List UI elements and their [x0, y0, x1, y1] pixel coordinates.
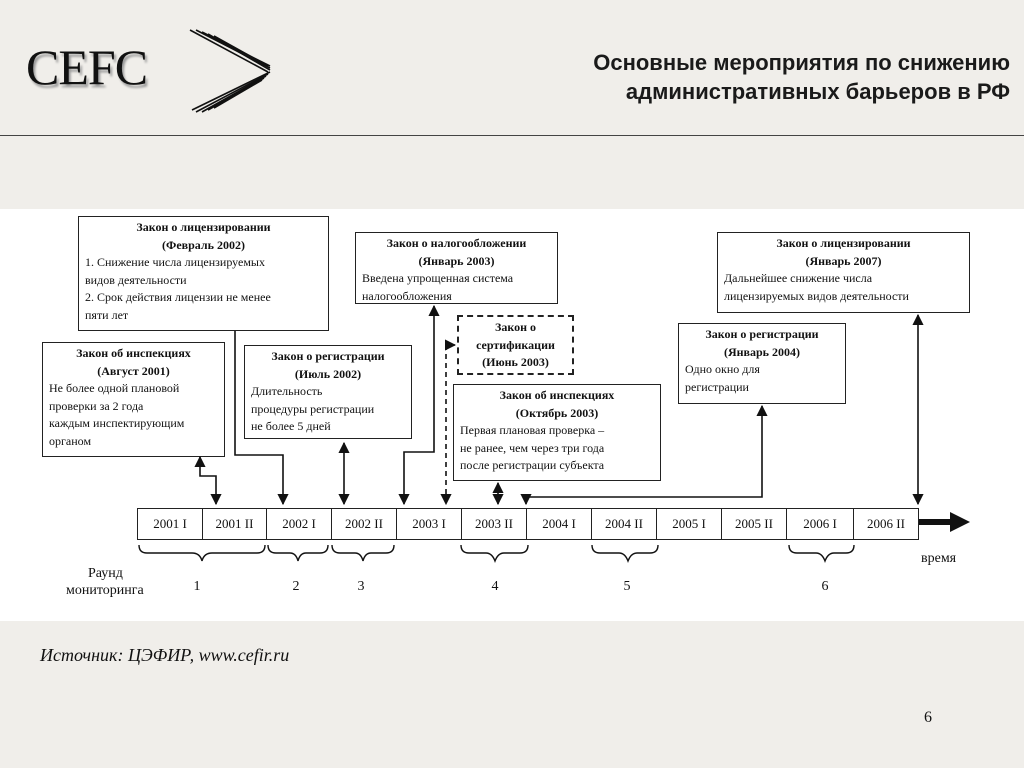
timeline-cell: 2006 II — [853, 508, 919, 540]
event-line: Не более одной плановой — [49, 381, 180, 395]
time-axis-arrow — [918, 512, 970, 532]
event-title: Закон о лицензировании — [136, 220, 271, 234]
event-line: регистрации — [685, 379, 749, 394]
event-date: (Август 2001) — [97, 363, 170, 378]
timeline-cell: 2004 I — [526, 508, 592, 540]
event-date: (Январь 2007) — [805, 253, 882, 268]
page-number: 6 — [924, 709, 932, 726]
timeline-cell: 2006 I — [786, 508, 854, 540]
timeline-cell: 2003 I — [396, 508, 462, 540]
page-title-line1: Основные мероприятия по снижению — [593, 50, 1010, 75]
timeline-cell: 2001 I — [137, 508, 203, 540]
round-number: 4 — [491, 579, 499, 594]
logo-text: CEFC — [26, 39, 148, 95]
event-box-certification-2003: Закон о сертификации (Июнь 2003) — [457, 315, 574, 375]
event-date: сертификации — [476, 337, 555, 352]
event-date: (Июль 2002) — [294, 366, 362, 381]
event-box-taxation-2003: Закон о налогообложении (Январь 2003) Вв… — [355, 232, 558, 304]
round-number: 6 — [821, 579, 829, 594]
round-braces — [138, 544, 855, 563]
event-title: Закон о налогообложении — [386, 236, 527, 250]
event-title: Закон о регистрации — [705, 327, 819, 341]
event-title: Закон об инспекциях — [499, 388, 615, 402]
rounds-label-line2: мониторинга — [66, 583, 144, 598]
event-line: лицензируемых видов деятельности — [724, 288, 909, 303]
event-title: Закон о — [494, 320, 536, 334]
source-caption: Источник: ЦЭФИР, www.cefir.ru — [40, 645, 290, 665]
timeline-cell: 2004 II — [591, 508, 657, 540]
round-number: 3 — [357, 579, 365, 594]
round-number: 2 — [292, 579, 300, 594]
event-title: Закон о лицензировании — [776, 236, 911, 250]
event-box-registration-2002: Закон о регистрации (Июль 2002) Длительн… — [244, 345, 412, 439]
event-line: 1. Снижение числа лицензируемых — [85, 255, 265, 269]
event-line: органом — [49, 433, 92, 448]
rounds-label-line1: Раунд — [88, 566, 123, 581]
page-title-line2: административных барьеров в РФ — [625, 79, 1010, 104]
time-axis-label: время — [921, 551, 957, 566]
logo-chevron-icon — [189, 29, 271, 113]
timeline-cell: 2001 II — [202, 508, 267, 540]
event-box-licensing-2002: Закон о лицензировании (Февраль 2002) 1.… — [78, 216, 329, 331]
event-date: (Январь 2004) — [723, 344, 801, 359]
round-number: 5 — [623, 579, 631, 594]
event-box-inspections-2001: Закон об инспекциях (Август 2001) Не бол… — [42, 342, 225, 457]
header-divider — [0, 135, 1024, 136]
event-date: (Январь 2003) — [418, 253, 495, 268]
event-line: процедуры регистрации — [251, 401, 375, 416]
event-title: Закон о регистрации — [271, 349, 385, 363]
event-box-registration-2004: Закон о регистрации (Январь 2004) Одно о… — [678, 323, 846, 404]
event-line: пяти лет — [85, 307, 129, 322]
event-box-licensing-2007: Закон о лицензировании (Январь 2007) Дал… — [717, 232, 970, 313]
timeline-cell: 2002 I — [266, 508, 332, 540]
timeline-cell: 2003 II — [461, 508, 527, 540]
event-line: Введена упрощенная система — [362, 271, 514, 285]
event-line: Длительность — [251, 384, 323, 398]
event-title: Закон об инспекциях — [76, 346, 191, 360]
event-line: каждым инспектирующим — [49, 416, 185, 430]
event-line: Дальнейшее снижение числа — [724, 271, 873, 285]
event-line: Одно окно для — [685, 362, 760, 376]
event-line: проверки за 2 года — [49, 398, 144, 413]
event-line: 2. Срок действия лицензии не менее — [85, 290, 271, 304]
page-title: Основные мероприятия по снижению админис… — [390, 48, 1010, 106]
event-line: не более 5 дней — [251, 419, 331, 433]
event-date: (Февраль 2002) — [162, 237, 245, 252]
round-number: 1 — [193, 579, 201, 594]
timeline-cell: 2005 I — [656, 508, 722, 540]
timeline-cell: 2005 II — [721, 508, 787, 540]
event-line: налогообложения — [362, 288, 452, 303]
event-line: (Июнь 2003) — [482, 355, 549, 369]
event-line: видов деятельности — [85, 272, 187, 287]
timeline-cell: 2002 II — [331, 508, 397, 540]
